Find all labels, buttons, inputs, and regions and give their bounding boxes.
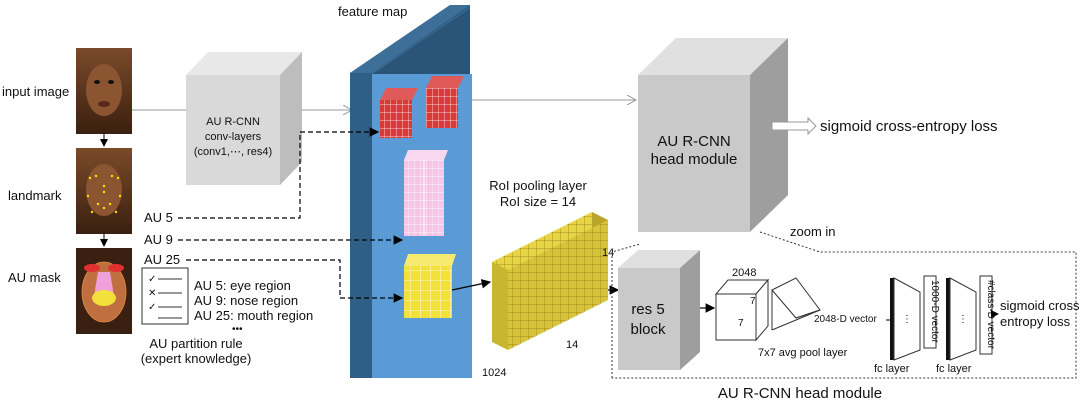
vec-2048-label: 2048-D vector bbox=[814, 314, 877, 325]
au25-label: AU 25 bbox=[144, 252, 180, 267]
svg-text:✕: ✕ bbox=[148, 288, 156, 299]
feature-cube bbox=[714, 278, 770, 342]
partition-title: AU partition rule bbox=[149, 336, 242, 351]
roi-dim-depth: 1024 bbox=[482, 367, 506, 379]
rule-more: ••• bbox=[232, 324, 243, 335]
zoom-left-line bbox=[611, 243, 641, 378]
loss-bottom-1: sigmoid cross- bbox=[1000, 298, 1080, 313]
conv-layers-box bbox=[186, 52, 302, 185]
au25-dashed-arrow bbox=[186, 259, 404, 303]
roi-title: RoI pooling layer bbox=[489, 178, 587, 193]
vec-1000-label: 1000-D vector bbox=[929, 280, 940, 343]
cube-dim-2048: 2048 bbox=[732, 267, 756, 279]
fc-layer-1: ⋮ bbox=[890, 277, 921, 361]
svg-text:⋮: ⋮ bbox=[902, 314, 912, 325]
roi-dim-right: 14 bbox=[602, 247, 614, 259]
cube-dim-7a: 7 bbox=[750, 296, 756, 307]
head-label-2: head module bbox=[651, 151, 738, 168]
head-module-caption: AU R-CNN head module bbox=[718, 385, 882, 402]
eye-region-right bbox=[426, 76, 464, 128]
head-label-1: AU R-CNN bbox=[657, 133, 730, 150]
partition-rule-document: ✓ ✕ ✓ bbox=[141, 267, 189, 325]
rule-au9: AU 9: nose region bbox=[194, 293, 298, 308]
arrow-mouth-to-roi bbox=[451, 279, 492, 291]
fc-layer-2: ⋮ bbox=[946, 277, 977, 361]
landmark-image bbox=[76, 148, 132, 234]
rule-au25: AU 25: mouth region bbox=[194, 308, 313, 323]
loss-bottom-2: entropy loss bbox=[1000, 314, 1071, 329]
zoom-label: zoom in bbox=[790, 224, 836, 239]
landmark-label: landmark bbox=[8, 188, 62, 203]
svg-text:✓: ✓ bbox=[148, 274, 156, 285]
conv-label-1: AU R-CNN bbox=[206, 116, 260, 128]
au-mask-image bbox=[76, 248, 132, 334]
vec-1000-box bbox=[923, 275, 937, 349]
avgpool-label: 7x7 avg pool layer bbox=[758, 347, 848, 359]
head-output-arrow bbox=[771, 116, 817, 136]
svg-text:✓: ✓ bbox=[148, 302, 156, 313]
roi-dim-bottom: 14 bbox=[566, 339, 578, 351]
fc-label-2: fc layer bbox=[936, 363, 972, 375]
au9-label: AU 9 bbox=[144, 232, 173, 247]
avg-pool-pyramid bbox=[771, 277, 821, 331]
rule-au5: AU 5: eye region bbox=[194, 278, 291, 293]
res5-block bbox=[618, 250, 700, 370]
au5-dashed-arrow bbox=[178, 127, 380, 219]
input-image-label: input image bbox=[2, 84, 69, 99]
loss-top: sigmoid cross-entropy loss bbox=[820, 118, 998, 135]
au5-label: AU 5 bbox=[144, 210, 173, 225]
au-mask-label: AU mask bbox=[8, 270, 61, 285]
nose-region bbox=[404, 150, 448, 236]
res5-label-1: res 5 bbox=[631, 301, 664, 318]
eye-region-left bbox=[380, 88, 418, 138]
roi-pooled-volume bbox=[492, 212, 608, 350]
res5-label-2: block bbox=[630, 321, 666, 338]
conv-label-3: (conv1,⋯, res4) bbox=[194, 146, 272, 158]
roi-size: RoI size = 14 bbox=[500, 194, 576, 209]
fc-label-1: fc layer bbox=[874, 363, 910, 375]
conv-label-2: conv-layers bbox=[205, 131, 262, 143]
partition-subtitle: (expert knowledge) bbox=[141, 351, 252, 366]
head-module-box bbox=[638, 38, 788, 232]
mouth-region bbox=[404, 254, 456, 318]
cube-dim-7b: 7 bbox=[738, 318, 744, 329]
input-image bbox=[76, 48, 132, 134]
svg-text:⋮: ⋮ bbox=[958, 314, 968, 325]
feature-map-title: feature map bbox=[338, 4, 407, 19]
vec-class-label: #class-D vector bbox=[985, 280, 996, 350]
